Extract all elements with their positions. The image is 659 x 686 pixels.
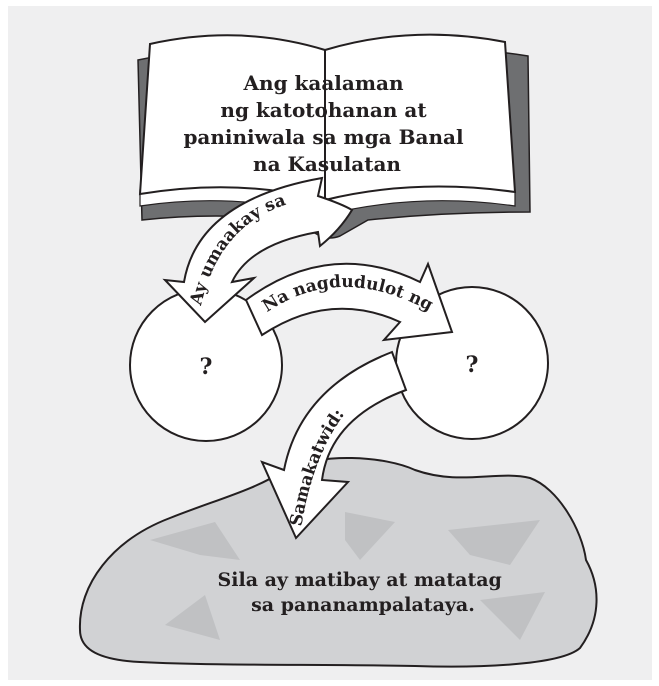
book-line-3: paniniwala sa mga Banal xyxy=(183,125,464,149)
book-line-1: Ang kaalaman xyxy=(243,71,404,95)
book-line-2: ng katotohanan at xyxy=(220,98,427,122)
arrow-1-shape xyxy=(162,176,354,324)
book-right-page xyxy=(324,33,517,202)
arrow-left-to-right-circle: Na nagdudulot ng xyxy=(244,261,454,342)
rock: Sila ay matibay at matatag sa pananampal… xyxy=(78,457,598,668)
right-circle-label: ? xyxy=(466,352,479,378)
rock-line-2: sa pananampalataya. xyxy=(251,594,475,616)
rock-line-1: Sila ay matibay at matatag xyxy=(218,569,502,591)
book-text: Ang kaalaman ng katotohanan at paniniwal… xyxy=(183,71,470,176)
book-line-4: na Kasulatan xyxy=(253,152,401,176)
arrow-2-shape xyxy=(244,261,454,342)
rock-text: Sila ay matibay at matatag sa pananampal… xyxy=(218,569,509,616)
left-circle-label: ? xyxy=(200,354,213,380)
arrow-3-shape xyxy=(260,350,408,540)
rock-cracks xyxy=(150,512,545,640)
open-book: Ang kaalaman ng katotohanan at paniniwal… xyxy=(137,33,531,239)
